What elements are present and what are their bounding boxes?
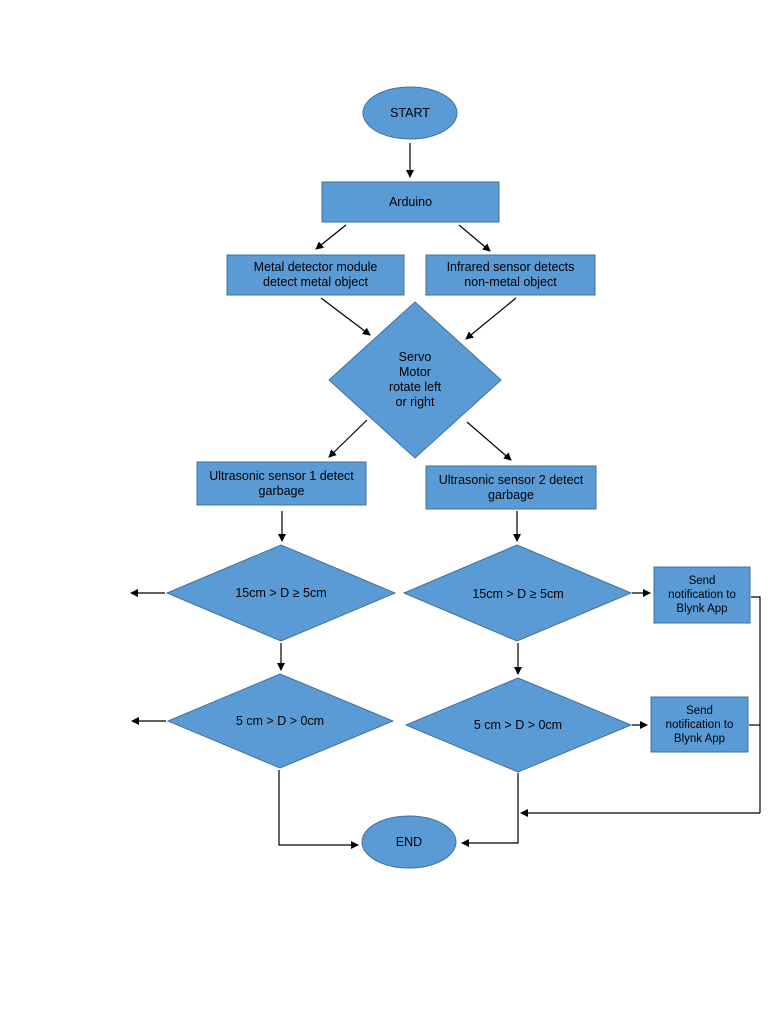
arrow-infrared-servo [465, 297, 517, 340]
ultrasonic-2-label: Ultrasonic sensor 2 detect garbage [438, 472, 584, 502]
metal-detector-label: Metal detector module detect metal objec… [253, 260, 378, 289]
cond-1a-label: 15cm > D ≥ 5cm [235, 585, 327, 600]
arrow-metal-servo [320, 297, 371, 336]
infrared-sensor-box [425, 254, 596, 296]
cond-2a-label: 15cm > D ≥ 5cm [472, 586, 564, 601]
servo-label: Servo Motor rotate left or right [388, 350, 442, 409]
cond-1b-diamond [166, 673, 395, 769]
servo-diamond [328, 301, 502, 459]
connector-notify-1-right [751, 596, 761, 813]
ultrasonic-1-label: Ultrasonic sensor 1 detect garbage [209, 468, 354, 498]
metal-detector-box [226, 254, 405, 296]
arrow-arduino-metal [315, 224, 347, 250]
arduino-label: Arduino [388, 194, 433, 209]
end-label: END [395, 834, 423, 849]
infrared-sensor-label: Infrared sensor detects non-metal object [446, 260, 575, 289]
notify-2-box [650, 696, 749, 753]
cond-2b-diamond [404, 677, 633, 773]
arrow-cond-2b-end [461, 773, 519, 847]
start-label: START [390, 105, 430, 120]
notify-2-label: Send notification to Blynk App [665, 704, 734, 745]
ultrasonic-1-box [196, 461, 367, 506]
cond-1b-label: 5 cm > D > 0cm [235, 713, 325, 728]
arrow-arduino-infrared [458, 224, 491, 252]
end-ellipse [361, 815, 457, 869]
cond-1a-diamond [165, 544, 397, 642]
start-ellipse [362, 86, 458, 140]
cond-2a-diamond [402, 544, 633, 642]
notify-1-label: Send notification to Blynk App [668, 575, 736, 615]
arrow-servo-ultrasonic-2 [466, 421, 512, 461]
ultrasonic-2-box [425, 465, 597, 510]
arrow-cond-1b-end [278, 770, 359, 849]
notify-1-box [653, 566, 751, 624]
cond-2b-label: 5 cm > D > 0cm [473, 717, 563, 732]
arrow-servo-ultrasonic-1 [328, 419, 368, 458]
arduino-box [321, 181, 500, 223]
